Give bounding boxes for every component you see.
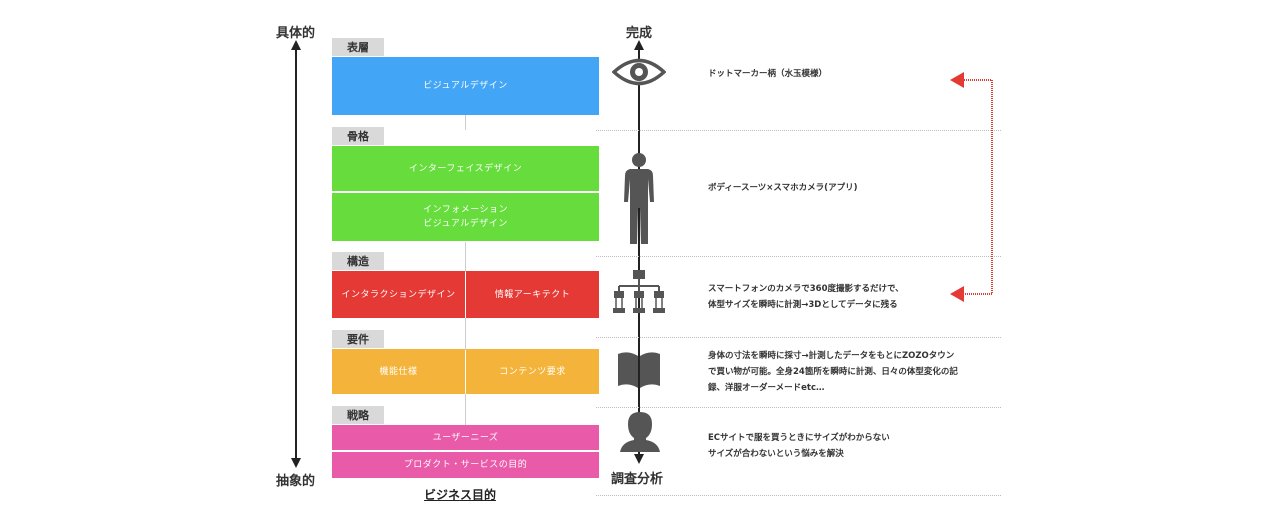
column-divider	[465, 115, 466, 130]
description-strategy: ECサイトで服を買うときにサイズがわからない サイズが合わないという悩みを解決	[708, 433, 890, 459]
box-interaction-design: インタラクションデザイン	[332, 271, 465, 318]
layer-tag-skeleton: 骨格	[332, 127, 384, 145]
row-separator	[596, 337, 1001, 338]
description-structure: スマートフォンのカメラで360度撮影するだけで、 体型サイズを瞬時に計測→3Dと…	[708, 284, 904, 310]
column-divider	[465, 242, 466, 272]
layer-tag-requirements: 要件	[332, 330, 384, 348]
column-divider	[465, 318, 466, 350]
box-visual-design: ビジュアルデザイン	[332, 57, 599, 115]
row-separator	[596, 407, 1001, 408]
row-separator	[596, 130, 1001, 131]
left-axis-arrow	[291, 40, 301, 468]
box-product-objectives: プロダクト・サービスの目的	[332, 452, 599, 478]
diagram-canvas: 具体的 抽象的 表層 骨格 構造 要件 戦略 ビジュアルデザイン インターフェイ…	[268, 10, 1013, 515]
box-functional-spec: 機能仕様	[332, 349, 465, 394]
left-axis-top-label: 具体的	[276, 26, 316, 41]
left-axis-bottom-label: 抽象的	[276, 474, 316, 489]
box-interface-design: インターフェイスデザイン	[332, 146, 599, 191]
box-information-architecture: 情報アーキテクト	[466, 271, 599, 318]
layer-tag-structure: 構造	[332, 252, 384, 270]
box-user-needs: ユーザーニーズ	[332, 425, 599, 450]
layer-tag-strategy: 戦略	[332, 406, 384, 424]
head-profile-icon	[620, 412, 660, 452]
red-bracket-arrow	[950, 72, 993, 302]
human-body-icon	[624, 153, 654, 244]
description-skeleton: ボディースーツ×スマホカメラ(アプリ)	[708, 183, 858, 193]
description-surface: ドットマーカー柄（水玉模様）	[708, 69, 828, 79]
box-content-requirements: コンテンツ要求	[466, 349, 599, 394]
bottom-title: ビジネス目的	[424, 488, 497, 502]
row-separator	[596, 495, 1001, 496]
hierarchy-icon	[613, 270, 665, 313]
layer-tag-surface: 表層	[332, 38, 384, 56]
description-requirements: 身体の寸法を瞬時に採寸→計測したデータをもとにZOZOタウン で買い物が可能。全…	[708, 351, 958, 393]
box-information-visual-design: インフォメーション ビジュアルデザイン	[332, 193, 599, 241]
column-divider	[465, 394, 466, 426]
row-separator	[596, 256, 1001, 257]
eye-icon	[612, 58, 666, 86]
center-axis-top-label: 完成	[626, 26, 653, 41]
center-axis-arrow	[634, 40, 644, 464]
book-icon	[618, 352, 660, 388]
center-axis-bottom-label: 調査分析	[611, 472, 664, 487]
